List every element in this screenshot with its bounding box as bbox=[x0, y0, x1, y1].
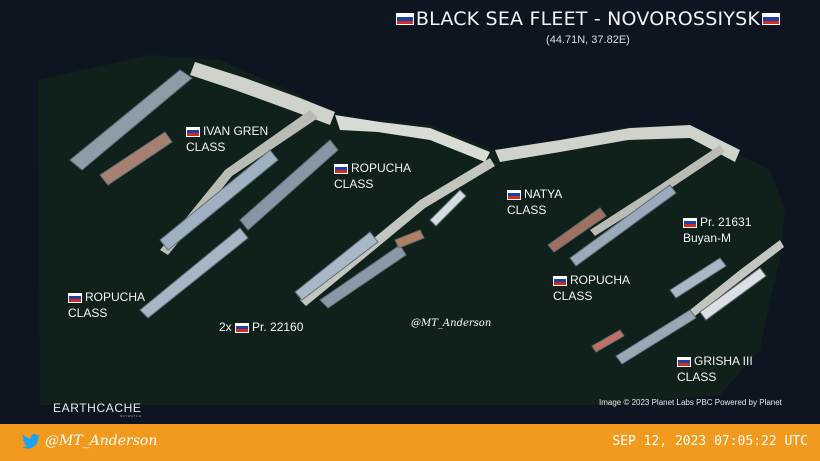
russian-flag-icon bbox=[334, 163, 348, 174]
russian-flag-icon bbox=[68, 292, 82, 303]
russian-flag-icon bbox=[395, 13, 414, 25]
russian-flag-icon bbox=[235, 322, 250, 333]
ship bbox=[69, 69, 767, 365]
satellite-image bbox=[38, 55, 785, 405]
footer-bar: @MT_Anderson SEP 12, 2023 07:05:22 UTC bbox=[0, 424, 820, 461]
pier bbox=[335, 115, 490, 162]
twitter-bird-icon bbox=[22, 434, 40, 454]
image-title: BLACK SEA FLEET - NOVOROSSIYSK (44.71N, … bbox=[395, 8, 780, 46]
russian-flag-icon bbox=[762, 13, 780, 25]
russian-flag-icon bbox=[677, 356, 691, 367]
logo-text: EARTHCACHE bbox=[53, 401, 142, 415]
timestamp: SEP 12, 2023 07:05:22 UTC bbox=[612, 434, 808, 449]
earthcache-logo: EARTHCACHE SKYWATCH bbox=[53, 401, 141, 418]
pier bbox=[300, 158, 495, 306]
pier bbox=[590, 145, 725, 236]
logo-subtext: SKYWATCH bbox=[120, 414, 142, 418]
russian-flag-icon bbox=[186, 126, 200, 137]
russian-flag-icon bbox=[507, 189, 521, 200]
title-text: BLACK SEA FLEET - NOVOROSSIYSK bbox=[415, 8, 760, 30]
coordinates: (44.71N, 37.82E) bbox=[546, 34, 630, 46]
watermark-handle: @MT_Anderson bbox=[411, 318, 492, 329]
ship-label-pr-22160: 2x Pr. 22160 bbox=[219, 320, 304, 334]
harbor-imagery bbox=[38, 55, 785, 405]
footer-handle: @MT_Anderson bbox=[45, 433, 158, 449]
russian-flag-icon bbox=[553, 275, 567, 286]
pier bbox=[190, 62, 335, 125]
image-credit: Image © 2023 Planet Labs PBC Powered by … bbox=[599, 398, 782, 407]
pier bbox=[495, 125, 740, 162]
russian-flag-icon bbox=[683, 217, 697, 228]
